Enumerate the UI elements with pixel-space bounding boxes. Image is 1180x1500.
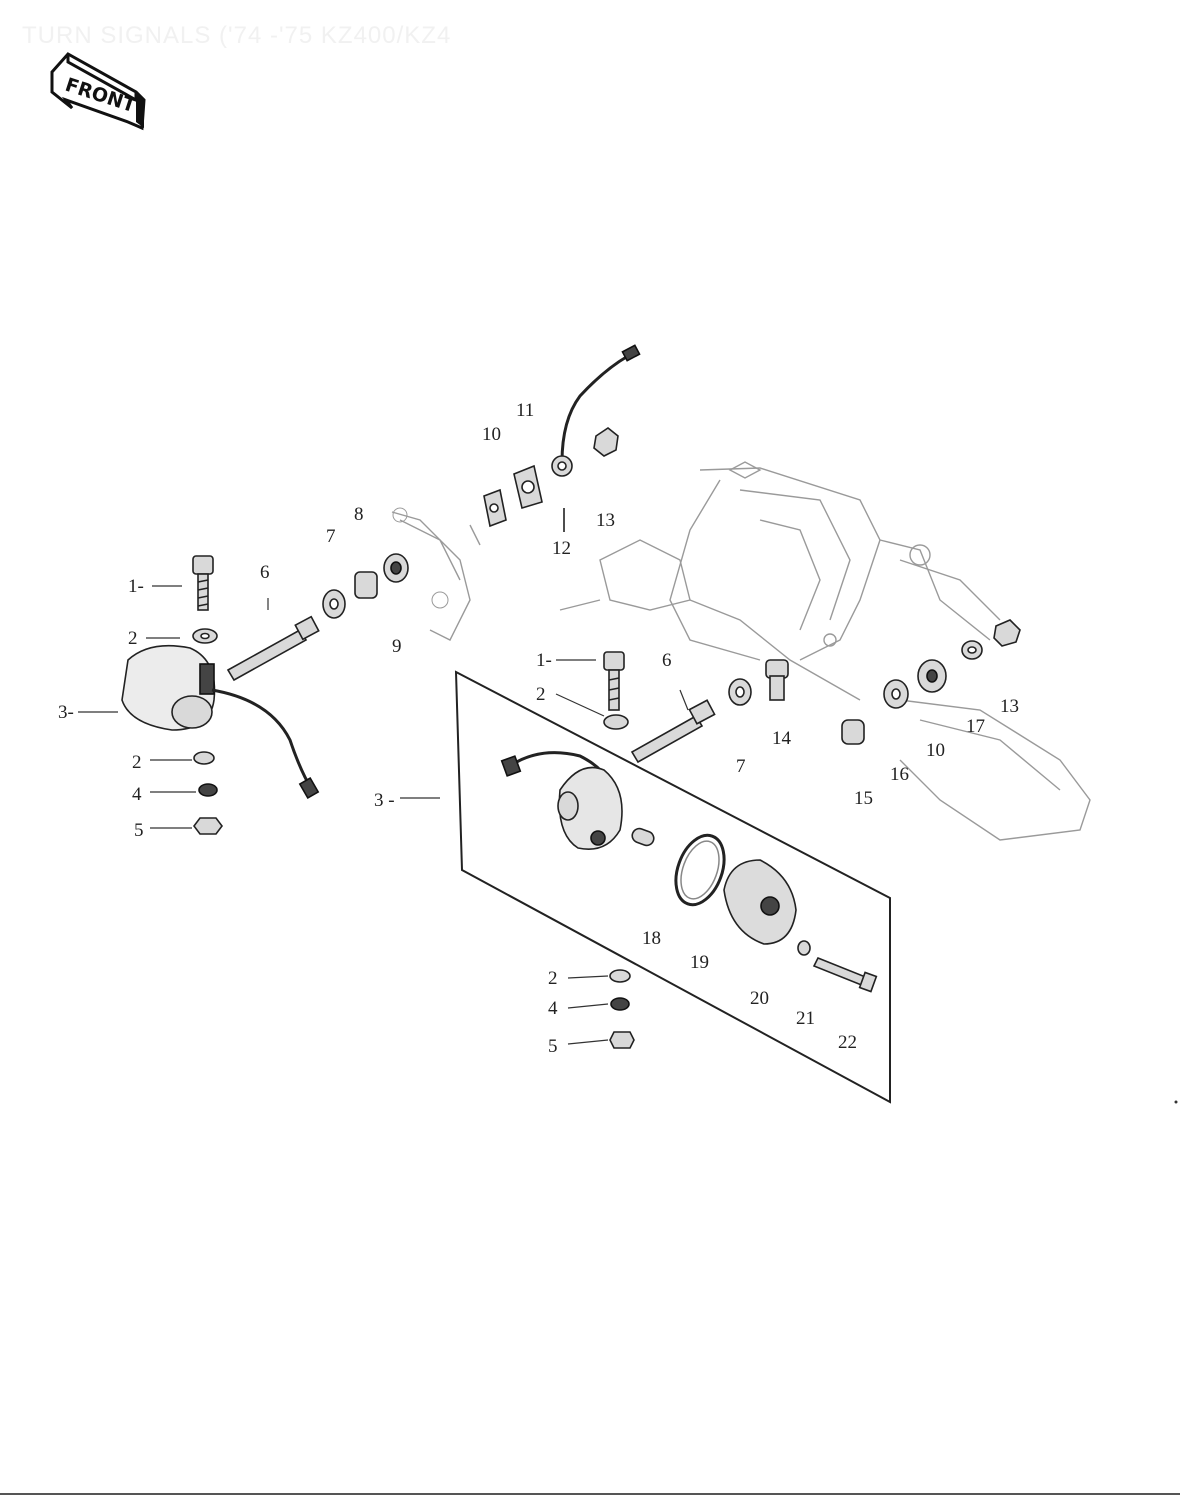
callout-22: 22 xyxy=(838,1032,857,1053)
callout-2: 2 xyxy=(548,968,558,989)
callout-18: 18 xyxy=(642,928,661,949)
callout-3: 3- xyxy=(58,702,74,723)
callout-9: 9 xyxy=(392,636,402,657)
callout-17: 17 xyxy=(966,716,985,737)
callout-4: 4 xyxy=(132,784,142,805)
callout-13: 13 xyxy=(596,510,615,531)
callout-19: 19 xyxy=(690,952,709,973)
callout-6: 6 xyxy=(662,650,672,671)
callout-7: 7 xyxy=(326,526,336,547)
callout-21: 21 xyxy=(796,1008,815,1029)
callout-leaders xyxy=(78,585,689,1045)
callout-11: 11 xyxy=(516,400,534,421)
callout-2: 2 xyxy=(536,684,546,705)
callout-5: 5 xyxy=(134,820,144,841)
callout-14: 14 xyxy=(772,728,792,749)
callout-2: 2 xyxy=(128,628,138,649)
callout-3: 3 - xyxy=(374,790,395,811)
callout-10: 10 xyxy=(926,740,945,761)
callout-1: 1- xyxy=(536,650,552,671)
callout-4: 4 xyxy=(548,998,558,1019)
left-turn-signal-assembly xyxy=(121,344,641,835)
callout-8: 8 xyxy=(354,504,364,525)
callout-16: 16 xyxy=(890,764,909,785)
mounting-bracket-outline xyxy=(391,507,481,641)
frame-bracket-outline xyxy=(559,461,1091,841)
callout-10: 10 xyxy=(482,424,501,445)
callout-12: 12 xyxy=(552,538,571,559)
callout-20: 20 xyxy=(750,988,769,1009)
page-title: TURN SIGNALS ('74 -'75 KZ400/KZ4 xyxy=(22,22,452,49)
front-arrow-icon: FRONT xyxy=(50,52,146,131)
callout-labels: 1- 2 3- 2 4 5 6 7 8 9 10 11 12 13 1- 2 6… xyxy=(58,400,1019,1057)
rear-turn-signal-assembly xyxy=(454,619,1021,1104)
callout-13: 13 xyxy=(1000,696,1019,717)
callout-7: 7 xyxy=(736,756,746,777)
callout-1: 1- xyxy=(128,576,144,597)
callout-15: 15 xyxy=(854,788,873,809)
scan-speck xyxy=(1174,1100,1178,1104)
callout-2: 2 xyxy=(132,752,142,773)
callout-6: 6 xyxy=(260,562,270,583)
callout-5: 5 xyxy=(548,1036,558,1057)
